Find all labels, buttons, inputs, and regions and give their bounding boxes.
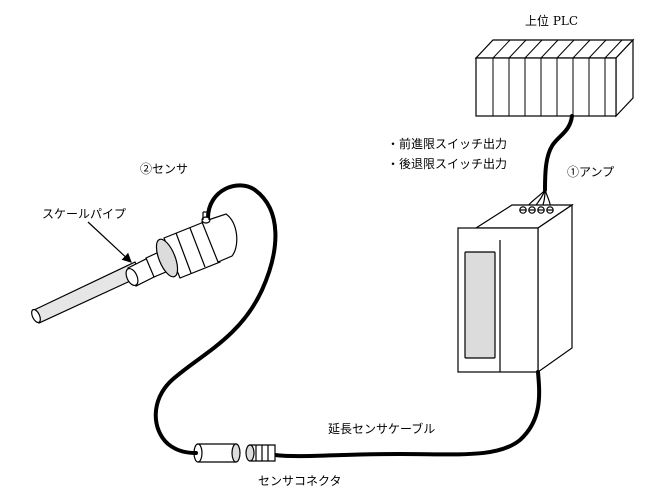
sensor-connector-label: センサコネクタ (258, 474, 342, 488)
sensor-label: ②センサ (140, 162, 189, 176)
scale-pipe-pointer (87, 221, 132, 263)
sensor-head (125, 211, 238, 287)
scale-pipe-label: スケールパイプ (42, 207, 127, 221)
extension-cable-label: 延長センサケーブル (328, 422, 436, 436)
amplifier-label: ①アンプ (567, 165, 615, 179)
plc-label: 上位 PLC (525, 14, 579, 28)
output-backward-label: ・後退限スイッチ出力 (387, 157, 508, 171)
plc-cable (543, 114, 574, 192)
scale-pipe (31, 261, 142, 324)
extension-cable (273, 370, 542, 459)
output-forward-label: ・前進限スイッチ出力 (387, 137, 508, 151)
sensor-connector (193, 443, 276, 463)
sensor-cable (153, 183, 278, 455)
plc-unit (474, 38, 635, 118)
amplifier-unit (457, 203, 574, 374)
